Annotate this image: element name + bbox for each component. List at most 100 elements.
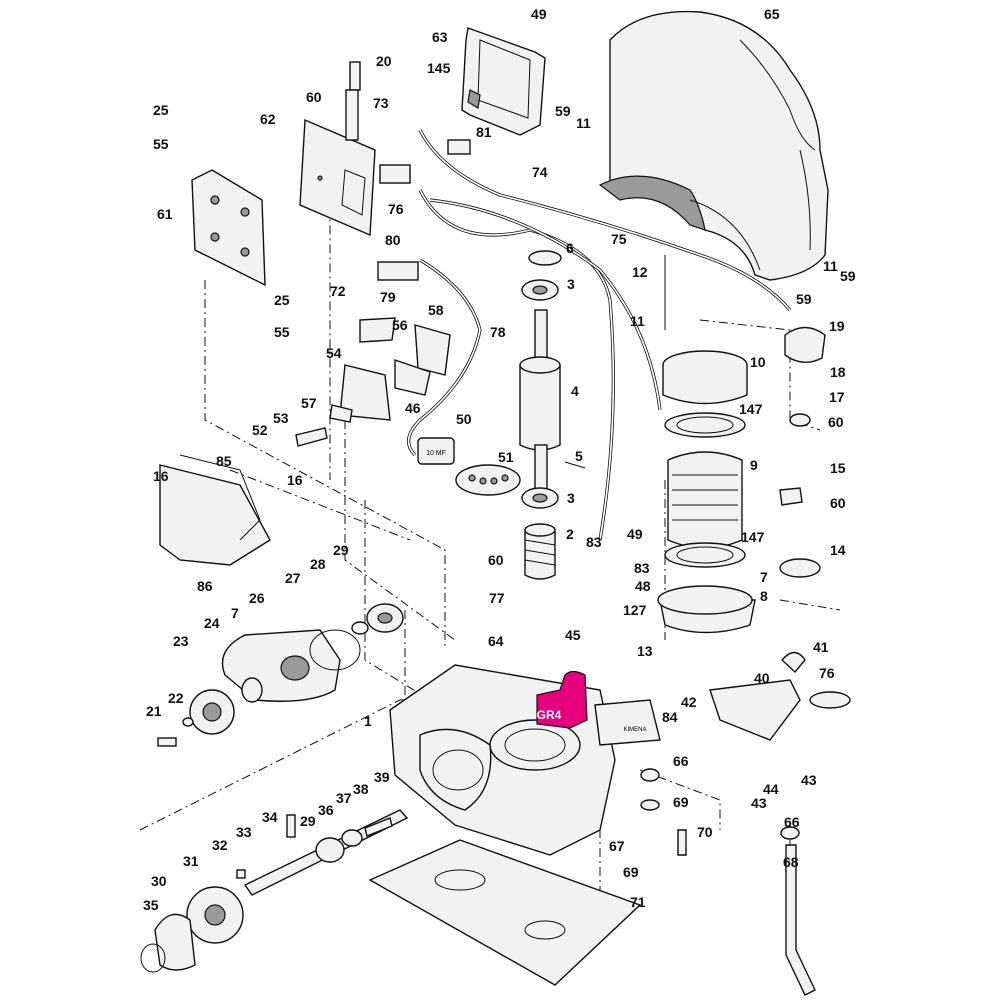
part-label-38: 38 (353, 781, 369, 797)
strip-label: KIMENA (623, 727, 646, 733)
lever-40 (709, 679, 801, 741)
part-label-10: 10 (750, 354, 766, 370)
clip-57 (329, 404, 353, 423)
part-label-43-b: 43 (751, 795, 767, 811)
part-label-53: 53 (273, 410, 289, 426)
part-label-29-a: 29 (333, 542, 349, 558)
part-label-17: 17 (829, 389, 845, 405)
part-label-25-b: 25 (274, 292, 290, 308)
part-label-34: 34 (262, 809, 278, 825)
part-label-50: 50 (456, 411, 472, 427)
part-label-79: 79 (380, 289, 396, 305)
part-label-58: 58 (428, 302, 444, 318)
part-label-72: 72 (330, 283, 346, 299)
clamp-72 (359, 317, 396, 343)
part-label-63: 63 (432, 29, 448, 45)
terminal-81 (447, 139, 471, 155)
part-label-57: 57 (301, 395, 317, 411)
part-label-11-a: 11 (576, 115, 591, 131)
part-label-1: 1 (364, 713, 372, 729)
lock-76 (809, 691, 851, 709)
rod-68 (785, 844, 816, 996)
part-label-54: 54 (326, 345, 342, 361)
holder-51 (455, 464, 521, 496)
part-label-5: 5 (575, 448, 583, 464)
part-label-76-b: 76 (819, 665, 835, 681)
stator-assembly (657, 255, 756, 634)
part-label-39: 39 (374, 769, 390, 785)
part-label-35: 35 (143, 897, 159, 913)
capacitor-label: 10 MF (426, 450, 446, 457)
part-label-27: 27 (285, 570, 301, 586)
part-label-83-a: 83 (586, 534, 602, 550)
part-label-22: 22 (168, 690, 184, 706)
part-label-2: 2 (566, 526, 574, 542)
part-label-147-a: 147 (739, 401, 763, 417)
part-label-44: 44 (763, 781, 779, 797)
part-label-85: 85 (216, 453, 232, 469)
part-label-62: 62 (260, 111, 276, 127)
part-label-55-b: 55 (274, 324, 290, 340)
part-label-40: 40 (754, 670, 770, 686)
part-label-43-a: 43 (801, 772, 817, 788)
part-label-77: 77 (489, 590, 505, 606)
cover-65 (598, 10, 829, 281)
part-label-147-b: 147 (741, 529, 765, 545)
part-label-7-a: 7 (231, 605, 239, 621)
oring-27 (309, 629, 361, 671)
part-label-59-b: 59 (840, 268, 856, 284)
connector-79 (377, 261, 419, 281)
part-label-55-a: 55 (153, 136, 169, 152)
part-label-49: 49 (531, 6, 547, 22)
gear-17 (789, 413, 811, 427)
part-label-61: 61 (157, 206, 173, 222)
part-label-13: 13 (637, 643, 653, 659)
circlip-35 (140, 943, 166, 973)
switch-56 (414, 324, 451, 376)
part-label-60-c: 60 (830, 495, 846, 511)
nut-66-b (780, 826, 800, 840)
part-label-3-a: 3 (567, 276, 575, 292)
motor-shaft-stack (455, 250, 586, 580)
worm-2 (524, 529, 556, 580)
part-label-24: 24 (204, 615, 220, 631)
part-label-71: 71 (630, 894, 646, 910)
board-62 (299, 118, 376, 237)
part-label-65: 65 (764, 6, 780, 22)
key-32 (236, 869, 246, 879)
part-label-59-c: 59 (796, 291, 812, 307)
right-parts (640, 326, 851, 996)
part-label-69-a: 69 (673, 794, 689, 810)
washer-69-a (640, 799, 660, 811)
bearing-29-b (315, 837, 345, 863)
magnet-14 (779, 558, 821, 578)
part-label-32: 32 (212, 837, 228, 853)
part-label-83-b: 83 (634, 560, 650, 576)
seal-28 (351, 621, 369, 635)
part-label-86: 86 (197, 578, 213, 594)
connector-76 (379, 164, 411, 184)
part-label-51: 51 (498, 449, 514, 465)
part-label-66-b: 66 (784, 814, 800, 830)
wires (407, 129, 792, 541)
panel-61 (191, 169, 266, 287)
terminal-73 (345, 89, 359, 141)
part-label-31: 31 (183, 853, 199, 869)
part-label-80: 80 (385, 232, 401, 248)
part-label-18: 18 (830, 364, 846, 380)
part-label-25-a: 25 (153, 102, 169, 118)
part-label-36: 36 (318, 802, 334, 818)
part-label-28: 28 (310, 556, 326, 572)
strip-84: KIMENA (594, 699, 661, 746)
stator-9 (667, 451, 743, 549)
part-label-16-b: 16 (287, 472, 303, 488)
switch-46 (394, 359, 431, 396)
part-label-12: 12 (632, 264, 648, 280)
left-gear-stack (157, 454, 404, 747)
part-label-21: 21 (146, 703, 162, 719)
pinion-30 (154, 913, 196, 971)
part-label-45: 45 (565, 627, 581, 643)
part-label-60-b: 60 (828, 414, 844, 430)
part-label-67: 67 (609, 838, 625, 854)
